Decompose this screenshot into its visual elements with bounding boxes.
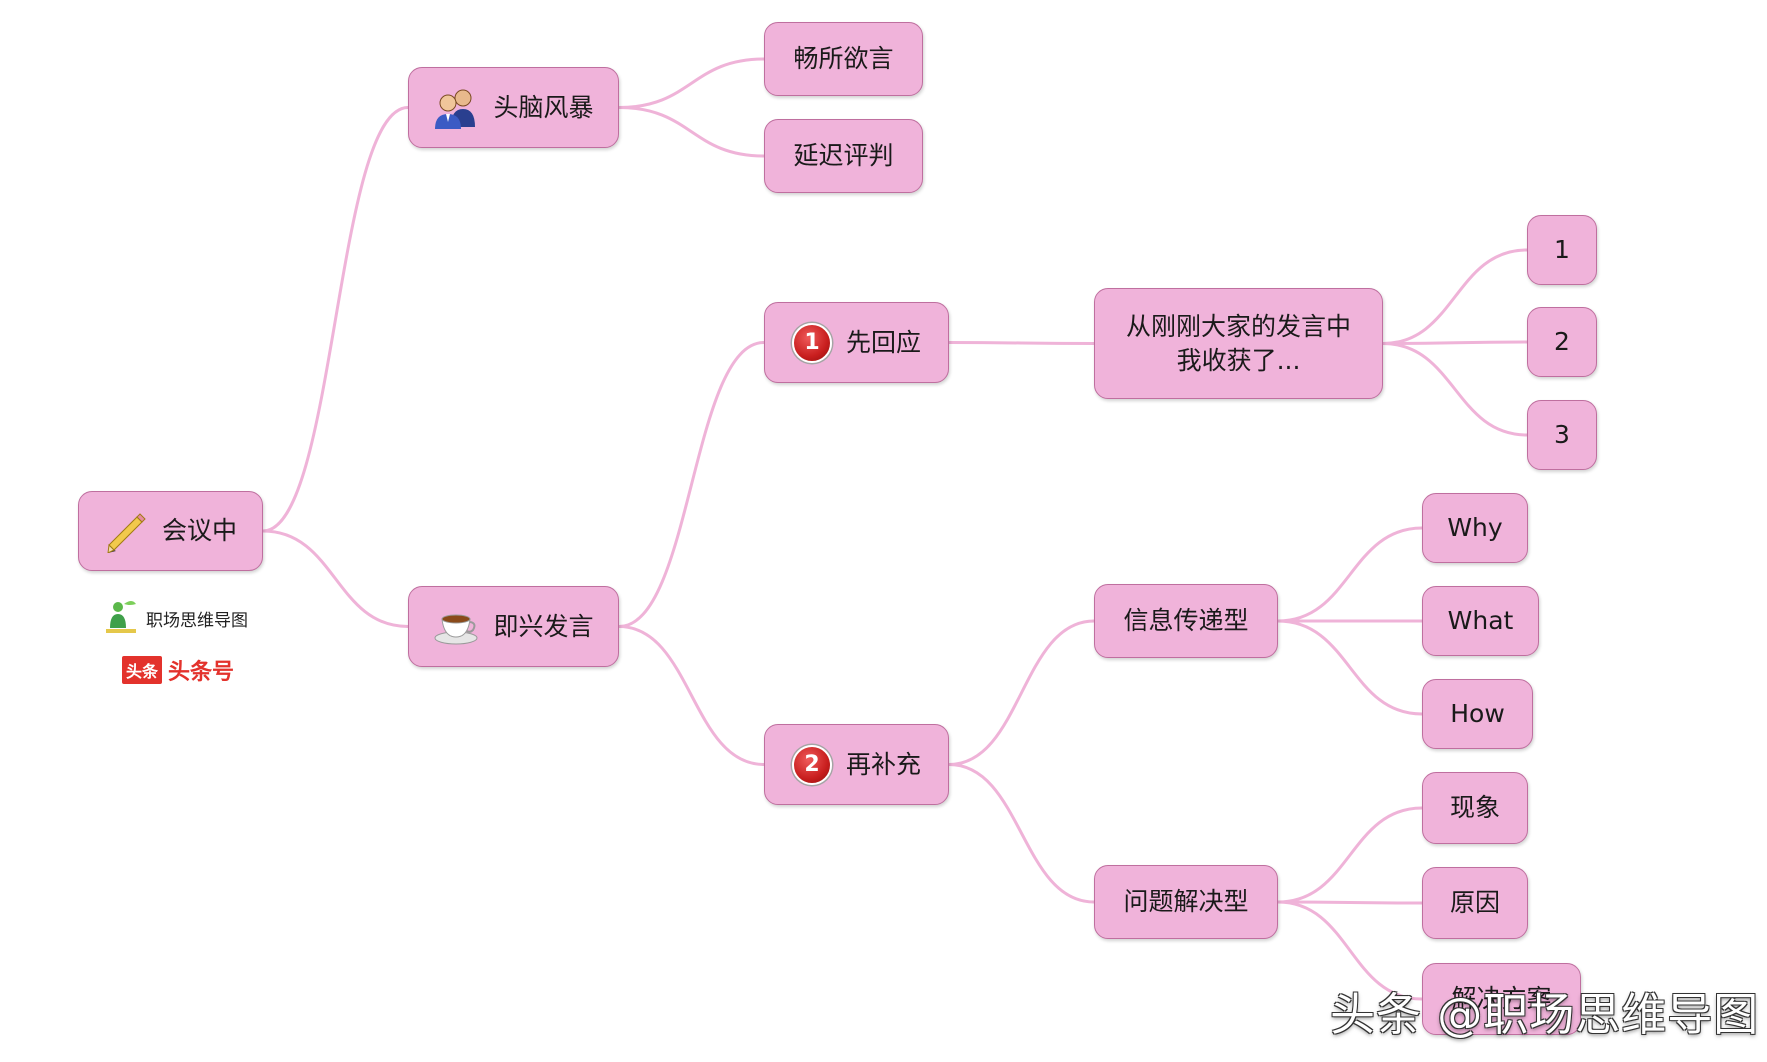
supplement-label: 再补充 <box>845 749 921 779</box>
zhichang-logo-text: 职场思维导图 <box>146 611 248 631</box>
info-point-node[interactable]: What <box>1422 586 1539 656</box>
problem-point-node[interactable]: 现象 <box>1422 772 1528 844</box>
coffee-cup-icon <box>433 609 479 645</box>
problem-point-node[interactable]: 解决方案 <box>1422 963 1581 1035</box>
priority-2-icon: 2 <box>791 744 832 785</box>
pencil-icon <box>104 509 148 553</box>
connector-line <box>1277 619 1423 716</box>
connector-line <box>1382 342 1528 437</box>
connector-line <box>618 106 765 158</box>
respond-detail-node[interactable]: 从刚刚大家的发言中 我收获了... <box>1094 288 1383 399</box>
respond-point-label: 2 <box>1554 327 1570 357</box>
supplement-node[interactable]: 2 再补充 <box>764 724 949 805</box>
connector-line <box>618 625 765 766</box>
connector-line <box>618 57 765 109</box>
problem-point-node[interactable]: 原因 <box>1422 867 1528 939</box>
root-label: 会议中 <box>161 516 237 546</box>
connector-line <box>1382 248 1528 345</box>
connector-line <box>948 341 1095 345</box>
connector-line <box>948 619 1095 766</box>
toutiao-logo-text: 头条号 <box>168 660 235 685</box>
respond-point-node[interactable]: 3 <box>1527 400 1597 470</box>
info-point-node[interactable]: How <box>1422 679 1533 749</box>
people-icon <box>433 87 479 129</box>
root-node[interactable]: 会议中 <box>78 491 263 571</box>
respond-point-label: 1 <box>1554 235 1570 265</box>
respond-detail-line-2: 我收获了... <box>1176 345 1301 375</box>
connector-line <box>1277 526 1423 623</box>
connector-line <box>1277 900 1423 1001</box>
respond-point-node[interactable]: 1 <box>1527 215 1597 285</box>
zhichang-logo-icon <box>104 598 138 639</box>
zhichang-logo: 职场思维导图 <box>104 598 248 639</box>
watermark-text: 头条 @职场思维导图 <box>1330 988 1760 1041</box>
connector-line <box>262 106 409 533</box>
brainstorm-child-node[interactable]: 畅所欲言 <box>764 22 923 96</box>
toutiao-logo: 头条 头条号 <box>122 654 234 686</box>
priority-1-icon: 1 <box>791 322 832 363</box>
connector-line <box>1382 340 1528 345</box>
info-point-node[interactable]: Why <box>1422 493 1528 563</box>
respond-point-node[interactable]: 2 <box>1527 307 1597 377</box>
toutiao-logo-box: 头条 <box>122 656 163 684</box>
brainstorm-child-label: 畅所欲言 <box>793 44 894 74</box>
info-point-label: Why <box>1447 513 1503 543</box>
connector-line <box>1277 900 1423 905</box>
brainstorm-child-node[interactable]: 延迟评判 <box>764 119 923 193</box>
branch-brainstorm[interactable]: 头脑风暴 <box>408 67 619 148</box>
connector-line <box>262 529 409 628</box>
problem-type-node[interactable]: 问题解决型 <box>1094 865 1278 939</box>
brainstorm-label: 头脑风暴 <box>493 92 594 122</box>
info-type-node[interactable]: 信息传递型 <box>1094 584 1278 658</box>
problem-point-label: 解决方案 <box>1451 984 1552 1014</box>
info-point-label: How <box>1450 699 1505 729</box>
respond-detail-line-1: 从刚刚大家的发言中 <box>1125 311 1351 341</box>
connector-line <box>1277 806 1423 904</box>
connector-line <box>948 763 1095 904</box>
info-point-label: What <box>1447 606 1514 636</box>
problem-type-label: 问题解决型 <box>1123 887 1249 917</box>
connector-line <box>618 341 765 628</box>
respond-point-label: 3 <box>1554 420 1570 450</box>
branch-impromptu[interactable]: 即兴发言 <box>408 586 619 667</box>
respond-node[interactable]: 1 先回应 <box>764 302 949 383</box>
info-type-label: 信息传递型 <box>1123 606 1249 636</box>
brainstorm-child-label: 延迟评判 <box>793 141 894 171</box>
problem-point-label: 原因 <box>1449 888 1500 918</box>
impromptu-label: 即兴发言 <box>493 611 594 641</box>
problem-point-label: 现象 <box>1449 793 1500 823</box>
respond-label: 先回应 <box>845 327 921 357</box>
